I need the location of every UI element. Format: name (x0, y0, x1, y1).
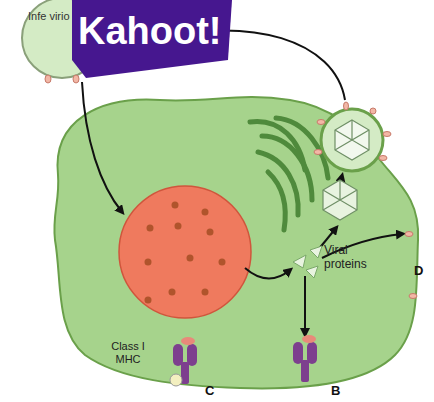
callout-letter: C (205, 384, 221, 399)
budding-virion (321, 109, 383, 171)
callout-letter: D (414, 264, 430, 279)
viral-protein-triangles (293, 246, 322, 278)
endoplasmic-reticulum (250, 118, 328, 230)
watermark-banner (72, 0, 232, 78)
envelope-spikes (314, 102, 417, 299)
part-label: Class I MHC (100, 340, 156, 365)
callout-letter: B (331, 384, 347, 399)
virion-capsid (335, 120, 369, 160)
viral-genomes (145, 202, 226, 304)
cell-body (54, 97, 418, 388)
process-arrows (82, 30, 402, 334)
callout-text: Infe virio (28, 10, 70, 23)
watermark-text: Kahoot! (78, 10, 228, 54)
mhc-molecule (293, 335, 317, 382)
mhc-molecule (170, 337, 197, 386)
infecting-virion-spikes (45, 75, 79, 83)
nucleus (119, 186, 251, 318)
part-label: Viral proteins (324, 244, 384, 272)
capsid (323, 180, 357, 220)
